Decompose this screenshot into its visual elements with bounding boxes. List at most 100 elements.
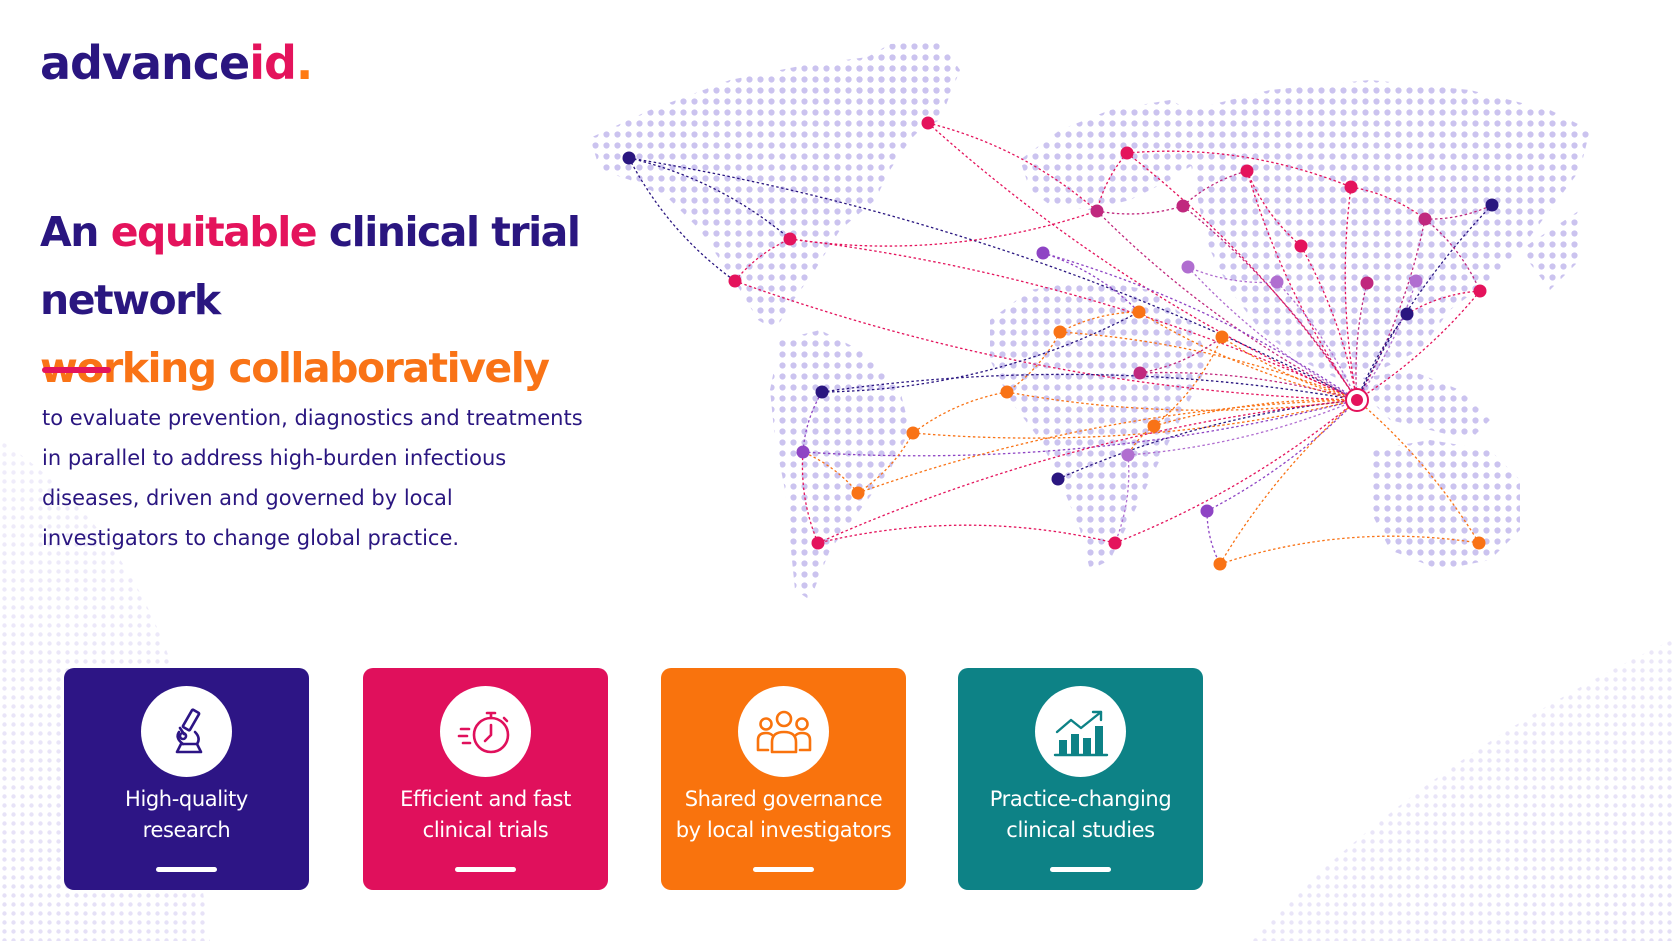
network-link (789, 210, 1098, 247)
network-node (1213, 557, 1227, 571)
network-node (1000, 385, 1014, 399)
growth-chart-icon (1053, 710, 1108, 756)
network-node (851, 486, 865, 500)
card-label: Practice-changing clinical studies (989, 787, 1172, 842)
world-network-map (590, 42, 1590, 600)
card-underline (1050, 867, 1111, 872)
card-label: Efficient and fast clinical trials (400, 787, 571, 842)
network-link (1350, 186, 1426, 220)
network-nodes (622, 116, 1499, 571)
network-link (927, 122, 1358, 401)
network-link (1406, 290, 1481, 315)
card-label: High-quality research (125, 787, 248, 842)
network-node (921, 116, 935, 130)
network-link (1355, 282, 1368, 401)
network-node (1200, 504, 1214, 518)
network-link (1246, 170, 1302, 247)
network-node (1294, 239, 1308, 253)
network-node (783, 232, 797, 246)
network-node (815, 385, 829, 399)
network-link (734, 280, 1358, 401)
card-efficient-trials: Efficient and fast clinical trials (363, 668, 608, 890)
network-node (1472, 536, 1486, 550)
card-icon-circle (440, 686, 531, 777)
network-node (1409, 274, 1423, 288)
network-node (1485, 198, 1499, 212)
card-icon-circle (738, 686, 829, 777)
network-link (1356, 218, 1426, 401)
card-icon-circle (141, 686, 232, 777)
network-link (1006, 331, 1061, 393)
network-link (734, 238, 791, 282)
network-link (927, 122, 1098, 212)
description-text: to evaluate prevention, diagnostics and … (42, 406, 583, 550)
network-link (912, 391, 1008, 434)
network-link (802, 399, 1358, 457)
network-link (1219, 535, 1480, 565)
network-node (1121, 448, 1135, 462)
network-link (1139, 336, 1223, 374)
card-underline (156, 867, 217, 872)
card-underline (455, 867, 516, 872)
network-link (1187, 266, 1358, 401)
network-link (817, 524, 1116, 544)
network-link (1127, 399, 1358, 456)
network-node (811, 536, 825, 550)
network-link (628, 157, 791, 240)
card-underline (753, 867, 814, 872)
network-node (1240, 164, 1254, 178)
network-node (1051, 472, 1065, 486)
page-headline: An equitable clinical trial network work… (40, 198, 740, 402)
network-link (817, 399, 1358, 544)
microscope-icon (175, 707, 202, 753)
people-group-icon (756, 710, 811, 753)
card-label: Shared governance by local investigators (675, 787, 892, 842)
headline-divider (42, 367, 111, 373)
network-hub (1351, 394, 1363, 406)
network-node (1181, 260, 1195, 274)
stopwatch-icon (457, 711, 509, 753)
network-node (1270, 275, 1284, 289)
network-link (1356, 280, 1417, 401)
network-node (1090, 204, 1104, 218)
headline-line-2: working collaboratively (40, 344, 550, 392)
network-link (1219, 399, 1358, 565)
network-link (1356, 313, 1408, 401)
card-icon-circle (1035, 686, 1126, 777)
network-link (857, 432, 914, 494)
network-link (1042, 252, 1358, 401)
network-link (1006, 391, 1358, 411)
network-node (1344, 180, 1358, 194)
network-node (1132, 305, 1146, 319)
network-link (1300, 245, 1358, 401)
network-link (1153, 399, 1358, 427)
card-high-quality-research: High-quality research (64, 668, 309, 890)
network-link (1114, 399, 1358, 544)
advanceid-logo: advanceid. (40, 36, 313, 90)
network-link (1153, 336, 1223, 427)
network-node (1418, 212, 1432, 226)
network-link (1059, 311, 1140, 333)
network-node (728, 274, 742, 288)
network-link (1139, 371, 1358, 401)
network-link (1187, 266, 1278, 284)
network-node (1176, 199, 1190, 213)
network-link (821, 311, 1140, 393)
network-node (1133, 366, 1147, 380)
continents-dotted (590, 42, 1590, 600)
network-link (821, 373, 1358, 401)
network-link (1096, 205, 1184, 215)
network-link (1057, 399, 1358, 480)
network-link (1344, 186, 1358, 401)
network-link (1059, 331, 1358, 401)
network-link (1356, 290, 1481, 401)
network-link (1138, 311, 1358, 401)
network-link (628, 157, 1358, 401)
headline-highlight: equitable (110, 208, 318, 256)
card-practice-changing: Practice-changing clinical studies (958, 668, 1203, 890)
network-node (1053, 325, 1067, 339)
network-link (1042, 252, 1140, 313)
network-node (906, 426, 920, 440)
network-link (1206, 510, 1221, 565)
network-node (1400, 307, 1414, 321)
